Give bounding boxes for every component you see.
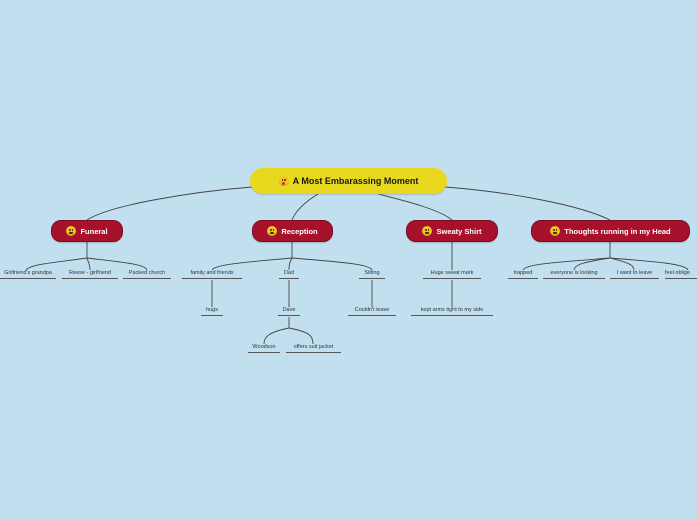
- branch-thoughts[interactable]: Thoughts running in my Head: [531, 220, 690, 242]
- astonished-face-icon: [550, 226, 561, 236]
- root-topic[interactable]: A Most Embarassing Moment: [250, 168, 447, 194]
- leaf-girlfriends-grandpa[interactable]: Girlfriend's grandpa: [0, 270, 56, 279]
- leaf-kept-arms-tight[interactable]: kept arms tight to my side: [411, 307, 493, 316]
- leaf-sitting[interactable]: Sitting: [359, 270, 385, 279]
- branch-sweaty-shirt-label: Sweaty Shirt: [436, 226, 482, 236]
- leaf-couldnt-leave[interactable]: Couldn't leave: [348, 307, 396, 316]
- branch-sweaty-shirt[interactable]: Sweaty Shirt: [406, 220, 498, 242]
- sad-face-icon: [66, 226, 77, 236]
- shocked-face-icon: [278, 176, 289, 186]
- leaf-dad[interactable]: Dad: [279, 270, 299, 279]
- branch-reception-label: Reception: [281, 226, 318, 236]
- leaf-packed-church[interactable]: Packed church: [123, 270, 171, 279]
- worried-face-icon: [422, 226, 433, 236]
- leaf-i-want-to-leave[interactable]: I want to leave: [610, 270, 659, 279]
- leaf-trapped[interactable]: trapped: [508, 270, 538, 279]
- branch-funeral[interactable]: Funeral: [51, 220, 123, 242]
- leaf-offers-suit-jacket[interactable]: offers suit jacket: [286, 344, 341, 353]
- root-topic-label: A Most Embarassing Moment: [292, 176, 419, 186]
- leaf-woodson[interactable]: Woodson: [248, 344, 280, 353]
- branch-reception[interactable]: Reception: [252, 220, 333, 242]
- leaf-hugs[interactable]: hugs: [201, 307, 223, 316]
- leaf-dave[interactable]: Dave: [278, 307, 300, 316]
- branch-funeral-label: Funeral: [80, 226, 108, 236]
- leaf-reese-girlfriend[interactable]: Reese - girlfriend: [62, 270, 118, 279]
- anxious-face-icon: [267, 226, 278, 236]
- branch-thoughts-label: Thoughts running in my Head: [564, 226, 671, 236]
- leaf-everyone-is-looking[interactable]: everyone is looking: [543, 270, 605, 279]
- leaf-feel-oblige[interactable]: feel oblige: [665, 270, 697, 279]
- leaf-huge-sweat-mark[interactable]: Huge sweat mark: [423, 270, 481, 279]
- leaf-family-and-friends[interactable]: family and friends: [182, 270, 242, 279]
